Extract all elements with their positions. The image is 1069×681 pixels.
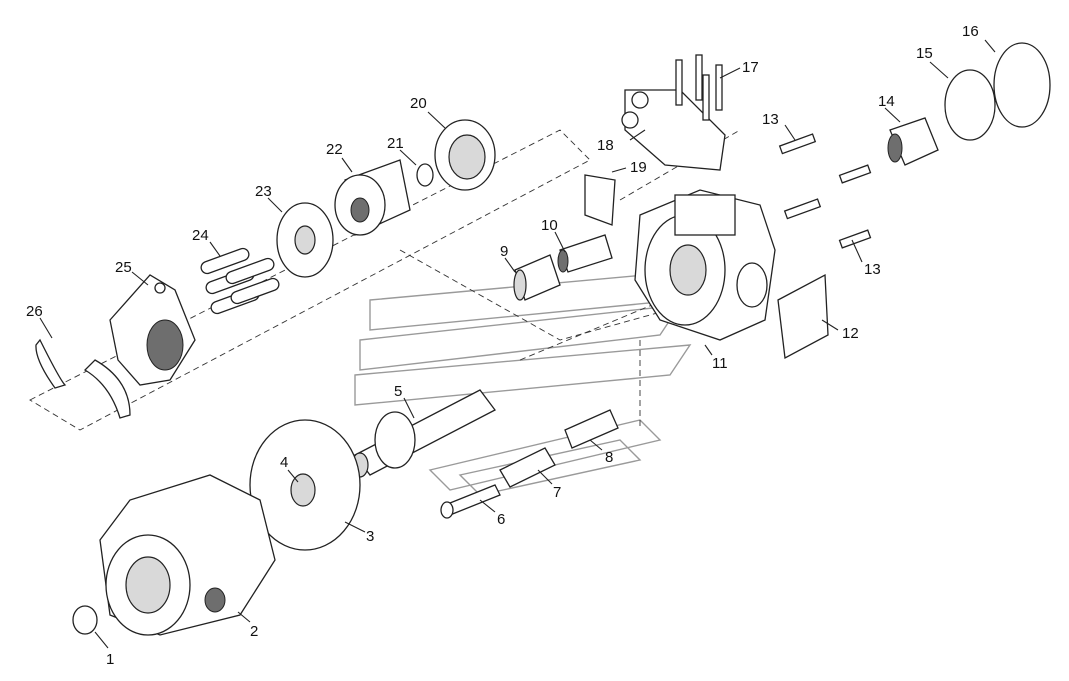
label-3: 3: [366, 528, 374, 545]
label-7: 7: [553, 484, 561, 501]
label-8: 8: [605, 449, 613, 466]
label-4: 4: [280, 454, 288, 471]
part-1-snap-ring: [72, 605, 98, 635]
leader-lines: [39, 39, 996, 649]
label-24: 24: [192, 227, 209, 244]
part-26-half-rings: [35, 338, 131, 419]
label-21: 21: [387, 135, 404, 152]
part-9-sleeve: [513, 254, 561, 301]
part-4-washer-front: [290, 473, 316, 507]
label-5: 5: [394, 383, 402, 400]
part-14-bushing: [887, 117, 939, 166]
part-8-spool: [564, 409, 619, 449]
part-16-cap: [993, 42, 1051, 128]
part-12-gasket: [777, 273, 829, 360]
label-13-bottom: 13: [864, 261, 881, 278]
label-22: 22: [326, 141, 343, 158]
label-6: 6: [497, 511, 505, 528]
label-23: 23: [255, 183, 272, 200]
label-9: 9: [500, 243, 508, 260]
label-1: 1: [106, 651, 114, 668]
label-26: 26: [26, 303, 43, 320]
label-19: 19: [630, 159, 647, 176]
part-25-swash-plate: [109, 274, 196, 386]
label-15: 15: [916, 45, 933, 62]
label-16: 16: [962, 23, 979, 40]
part-5-drive-shaft: [351, 389, 496, 478]
label-20: 20: [410, 95, 427, 112]
label-18: 18: [597, 137, 614, 154]
part-11-end-cover: [634, 189, 776, 341]
part-15-seal-ring: [944, 69, 996, 141]
part-6-pin: [440, 484, 501, 519]
part-labels: 1 2 3 4 5 6 7 8 9 10 11 12 13 13 14 15 1…: [26, 23, 979, 668]
label-13-top: 13: [762, 111, 779, 128]
part-24-pistons: [200, 247, 280, 315]
label-10: 10: [541, 217, 558, 234]
label-11: 11: [712, 355, 728, 372]
label-14: 14: [878, 93, 895, 110]
part-21-o-ring: [416, 163, 434, 187]
part-23-retainer-plate: [276, 202, 334, 278]
part-22-cylinder-block: [334, 159, 411, 236]
part-20-valve-plate: [434, 119, 496, 191]
part-7-spring: [499, 447, 556, 488]
label-17: 17: [742, 59, 759, 76]
label-2: 2: [250, 623, 258, 640]
part-10-sleeve: [557, 234, 613, 273]
part-19-plate: [584, 174, 616, 226]
part-17-bolts: [675, 54, 723, 121]
part-13-bolts: [778, 133, 872, 249]
label-25: 25: [115, 259, 132, 276]
label-12: 12: [842, 325, 859, 342]
part-2-pump-housing: [99, 474, 276, 636]
